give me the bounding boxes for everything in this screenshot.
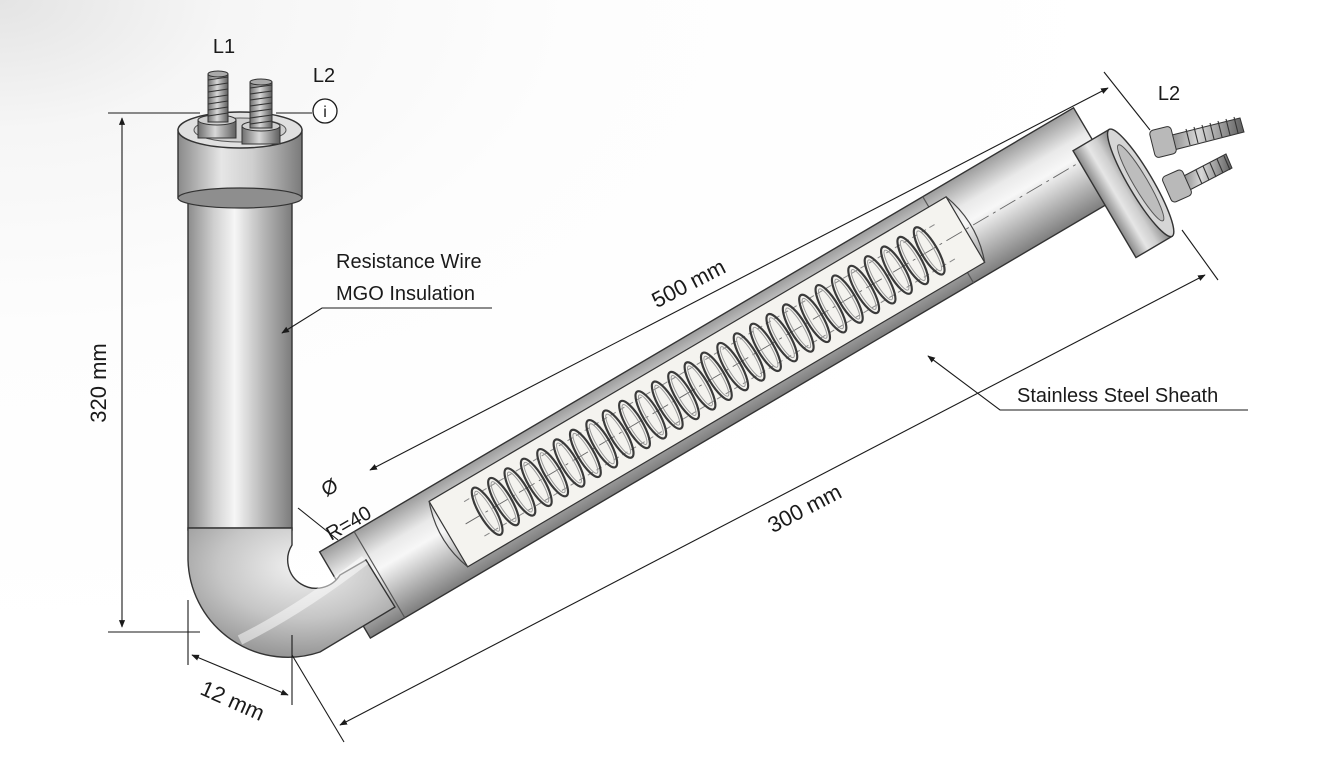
- label-l1: L1: [213, 36, 235, 58]
- dim-tube-diameter: 12 mm: [197, 676, 269, 726]
- right-terminal-head: [1072, 116, 1245, 259]
- info-icon-glyph: i: [323, 104, 327, 121]
- dim-overall-length: 500 mm: [648, 254, 730, 313]
- top-terminal-head: [177, 70, 303, 209]
- label-diameter-symbol: Ø: [318, 475, 342, 502]
- label-resistance-wire: Resistance Wire: [336, 251, 482, 273]
- dimension-lines: [108, 71, 1248, 743]
- terminal-stud-l2: [241, 78, 281, 145]
- label-l2-top: L2: [313, 65, 335, 87]
- dim-vertical-leg: 320 mm: [86, 343, 111, 422]
- right-stud-lower: [1162, 153, 1233, 203]
- diagonal-tube: [318, 106, 1126, 640]
- right-stud-upper: [1149, 116, 1245, 158]
- info-icon: i: [312, 98, 338, 124]
- terminal-stud-l1: [197, 70, 237, 139]
- label-stainless-sheath: Stainless Steel Sheath: [1017, 385, 1218, 407]
- label-mgo-insulation: MGO Insulation: [336, 283, 475, 305]
- vertical-tube: [187, 194, 293, 531]
- dim-horizontal-leg: 300 mm: [764, 479, 846, 538]
- label-l2-right: L2: [1158, 83, 1180, 105]
